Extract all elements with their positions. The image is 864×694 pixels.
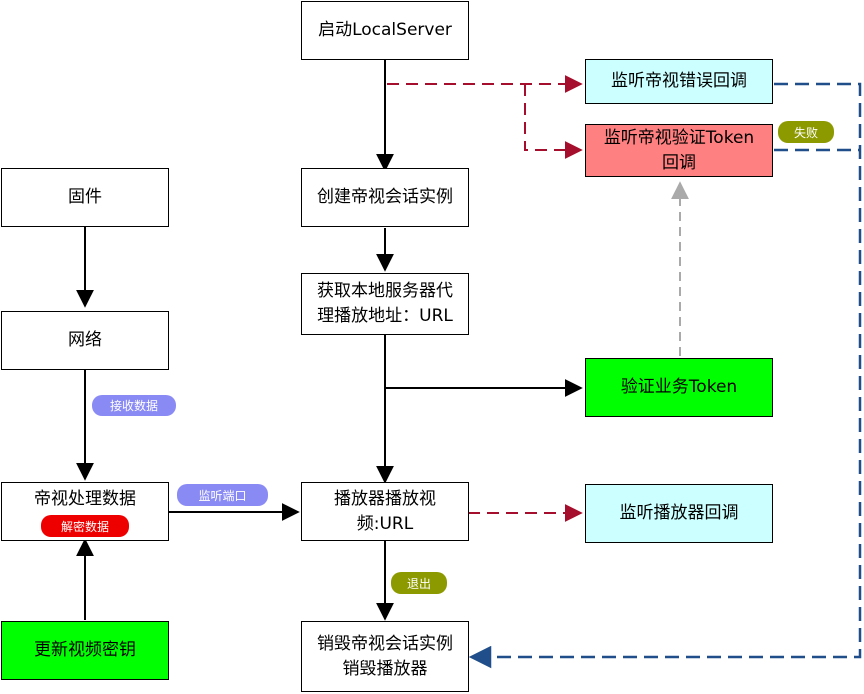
destroy-line-1: 销毁帝视会话实例 (317, 633, 453, 654)
listen-token-node: 监听帝视验证Token 回调 (585, 124, 773, 177)
exit-label: 退出 (391, 572, 447, 594)
get-proxy-url-line-1: 获取本地服务器代 (317, 281, 453, 301)
destroy-line-2: 销毁播放器 (342, 658, 428, 679)
player-play-node: 播放器播放视 频:URL (301, 482, 469, 541)
firmware-node: 固件 (1, 168, 169, 227)
start-local-server-label: 启动LocalServer (318, 20, 452, 40)
get-proxy-url-line-2: 理播放地址：URL (317, 306, 453, 326)
listen-token-line-2: 回调 (662, 152, 696, 173)
update-key-label: 更新视频密钥 (34, 640, 136, 660)
fail-label: 失败 (778, 121, 834, 143)
edge-listen-error-to-destroy (468, 82, 862, 669)
get-proxy-url-node: 获取本地服务器代 理播放地址：URL (301, 273, 469, 335)
listen-port-label: 监听端口 (177, 484, 268, 506)
player-play-line-2: 频:URL (356, 513, 414, 534)
create-session-label: 创建帝视会话实例 (317, 187, 453, 207)
receive-data-label: 接收数据 (92, 395, 176, 416)
firmware-label: 固件 (68, 187, 102, 207)
listen-error-label: 监听帝视错误回调 (611, 71, 747, 91)
listen-error-node: 监听帝视错误回调 (585, 59, 773, 104)
verify-token-label: 验证业务Token (620, 377, 738, 397)
listen-player-node: 监听播放器回调 (585, 484, 773, 543)
edge-start-to-listen-token (524, 84, 583, 159)
listen-token-line-1: 监听帝视验证Token (603, 127, 755, 148)
create-session-node: 创建帝视会话实例 (301, 168, 469, 227)
start-local-server-node: 启动LocalServer (301, 1, 469, 60)
process-data-label: 帝视处理数据 (34, 489, 136, 509)
network-node: 网络 (1, 311, 169, 370)
network-label: 网络 (68, 330, 102, 350)
verify-token-node: 验证业务Token (585, 358, 773, 417)
decrypt-data-label: 解密数据 (41, 515, 129, 537)
update-key-node: 更新视频密钥 (1, 621, 169, 680)
destroy-node: 销毁帝视会话实例 销毁播放器 (301, 621, 469, 692)
listen-player-label: 监听播放器回调 (619, 503, 739, 523)
player-play-line-1: 播放器播放视 (334, 488, 436, 509)
